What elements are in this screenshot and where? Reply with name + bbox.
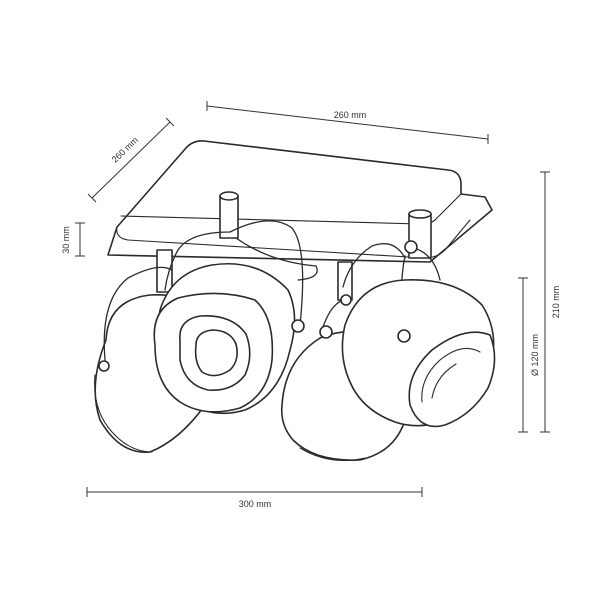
- dim-total-height: 210 mm: [540, 171, 561, 433]
- dim-head-diameter: Ø 120 mm: [518, 277, 540, 433]
- spot-head-front-left: [153, 262, 305, 415]
- spot-head-front-right: [319, 240, 496, 428]
- dim-head-diameter-label: Ø 120 mm: [530, 334, 540, 376]
- dim-base-width-label: 260 mm: [334, 110, 367, 120]
- dim-total-width: 300 mm: [86, 487, 423, 509]
- dim-base-height: 30 mm: [61, 222, 85, 257]
- dim-base-height-label: 30 mm: [61, 226, 71, 254]
- stem-center: [219, 191, 239, 239]
- dim-base-depth-label: 260 mm: [110, 135, 140, 165]
- dim-total-height-label: 210 mm: [551, 286, 561, 319]
- dim-base-width: 260 mm: [206, 101, 489, 144]
- base-plate: [107, 140, 493, 263]
- dim-total-width-label: 300 mm: [239, 499, 272, 509]
